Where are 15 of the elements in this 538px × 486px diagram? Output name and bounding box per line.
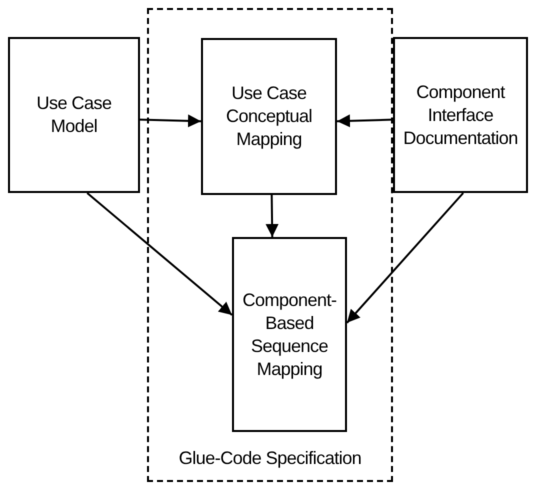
box-label: Component Interface Documentation — [402, 80, 519, 150]
box-label: Use Case Conceptual Mapping — [224, 82, 314, 151]
box-label: Component-Based Sequence Mapping — [241, 288, 338, 380]
dashed-group-box — [147, 8, 393, 482]
process-box — [232, 237, 347, 432]
arrow — [86, 192, 233, 316]
arrow — [140, 114, 202, 128]
process-box — [393, 37, 528, 193]
process-box — [8, 37, 140, 193]
process-box — [201, 38, 337, 195]
box-label: Use Case Model — [35, 92, 113, 138]
group-label: Glue-Code Specification — [178, 447, 362, 470]
arrow — [346, 192, 464, 324]
arrow — [336, 114, 394, 128]
arrow — [266, 194, 279, 238]
